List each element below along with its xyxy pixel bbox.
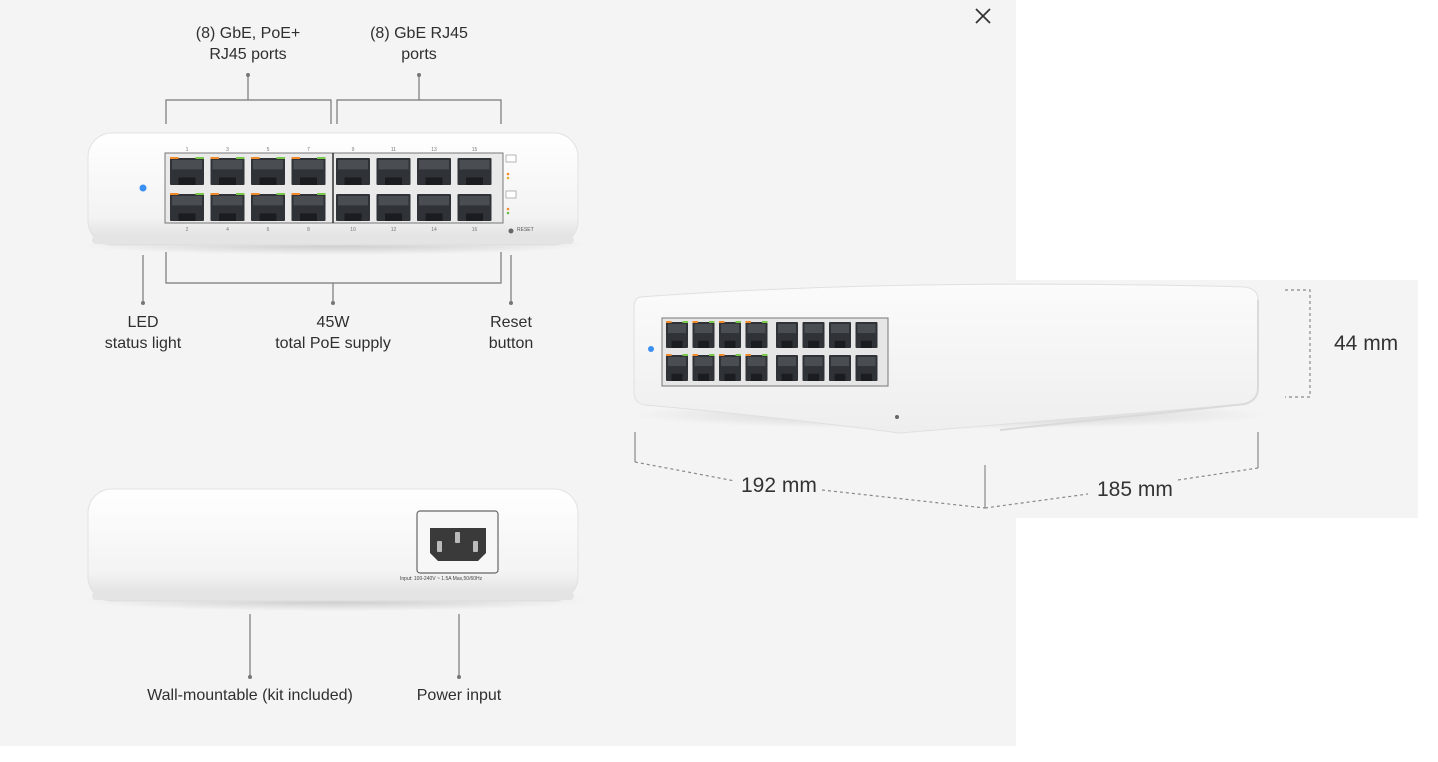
led-status-light (139, 184, 147, 192)
rj45-port[interactable] (692, 321, 715, 348)
power-input-label: Power input (416, 687, 502, 704)
dimension-lines (634, 289, 1311, 509)
port-number: 5 (267, 147, 270, 153)
front-switch (80, 132, 590, 255)
port-number: 7 (307, 147, 310, 153)
back-switch (80, 488, 590, 611)
port-number: 2 (186, 227, 189, 233)
port-number: 8 (307, 227, 310, 233)
port-number: 12 (391, 227, 397, 233)
port-numbers-bottom: 2 4 6 8 10 12 14 16 (186, 227, 478, 233)
rj45-port[interactable] (745, 354, 768, 381)
rj45-port[interactable] (210, 193, 245, 221)
rj45-port[interactable] (855, 322, 878, 348)
close-icon (975, 8, 991, 24)
port-number: 6 (267, 227, 270, 233)
port-number: 11 (391, 147, 396, 153)
power-rating-text: Input: 100-240V ~ 1.5A Max,50/60Hz (400, 576, 483, 582)
reset-button[interactable] (508, 228, 514, 234)
port-number: 14 (431, 227, 437, 233)
rj45-port[interactable] (291, 193, 326, 221)
rj45-port[interactable] (170, 193, 204, 221)
rj45-port[interactable] (417, 158, 451, 185)
port-number: 1 (186, 147, 189, 153)
rj45-port[interactable] (802, 355, 825, 381)
rj45-port[interactable] (336, 158, 370, 185)
front-callout-lines (142, 75, 512, 303)
rj45-port[interactable] (457, 194, 492, 221)
rj45-port[interactable] (776, 322, 798, 348)
rj45-port[interactable] (291, 157, 326, 185)
rj45-port[interactable] (692, 354, 715, 381)
rj45-port[interactable] (170, 157, 204, 185)
rj45-port[interactable] (719, 354, 741, 381)
depth-dimension: 185 mm (1097, 478, 1173, 501)
rj45-port[interactable] (745, 321, 768, 348)
height-dimension: 44 mm (1334, 332, 1399, 355)
rj45-port[interactable] (210, 157, 245, 185)
rj45-port[interactable] (417, 194, 451, 221)
rj45-port[interactable] (829, 322, 851, 348)
port-number: 10 (350, 227, 356, 233)
port-number: 13 (431, 147, 437, 153)
port-number: 15 (472, 147, 478, 153)
back-callout-lines (249, 614, 460, 677)
port-number: 3 (226, 147, 229, 153)
rj45-port[interactable] (376, 158, 411, 185)
rj45-port[interactable] (251, 193, 285, 221)
rj45-port[interactable] (457, 158, 492, 185)
rj45-port[interactable] (376, 194, 411, 221)
width-dimension: 192 mm (741, 474, 817, 497)
angled-switch (630, 283, 1270, 434)
rj45-port[interactable] (802, 322, 825, 348)
reset-text: RESET (517, 227, 534, 233)
port-number: 16 (472, 227, 478, 233)
rj45-port[interactable] (719, 321, 741, 348)
rj45-port[interactable] (829, 355, 851, 381)
rj45-port[interactable] (776, 355, 798, 381)
close-button[interactable] (970, 3, 998, 31)
poe-ports-label: (8) GbE, PoE+RJ45 ports (195, 25, 301, 63)
wall-mount-label: Wall-mountable (kit included) (147, 687, 353, 704)
rj45-port[interactable] (666, 321, 688, 348)
port-number: 4 (226, 227, 229, 233)
rj45-port[interactable] (666, 354, 688, 381)
rj45-port[interactable] (855, 355, 878, 381)
rj45-port[interactable] (251, 157, 285, 185)
rj45-port[interactable] (336, 194, 370, 221)
port-number: 9 (352, 147, 355, 153)
